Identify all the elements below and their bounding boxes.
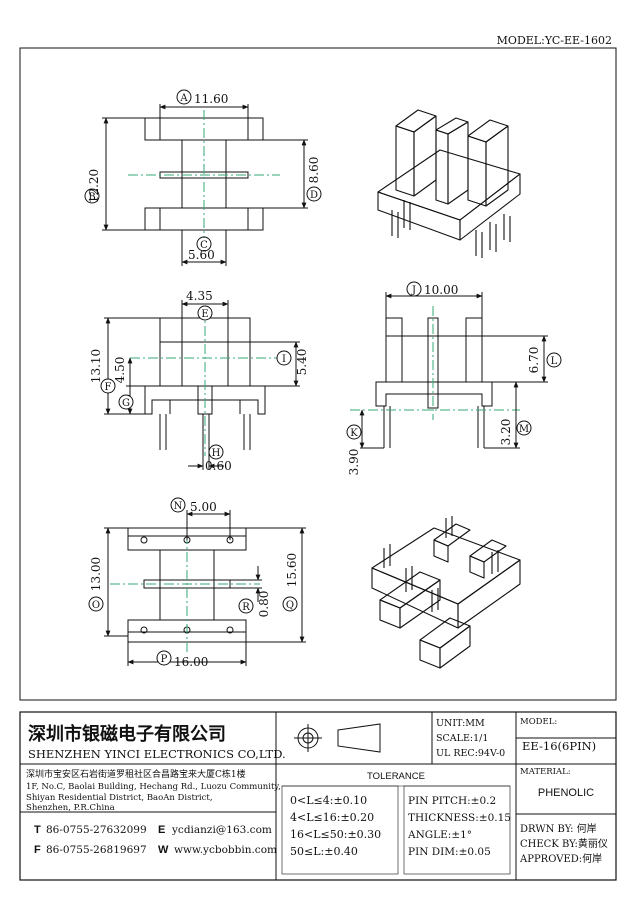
- bubble-n: N: [174, 501, 183, 512]
- dim-l: 6.70: [527, 347, 541, 374]
- dim-n: 5.00: [190, 500, 217, 514]
- front-view: [104, 300, 300, 470]
- isometric-view-top: [377, 109, 521, 258]
- bubble-m: M: [519, 424, 529, 435]
- dim-e: 4.35: [186, 289, 213, 303]
- dim-a: 11.60: [194, 92, 228, 106]
- tolerance-4: 50≤L:±0.40: [290, 845, 358, 858]
- address-en-2: Shiyan Residential District, BaoAn Distr…: [26, 793, 213, 803]
- bubble-a: A: [179, 93, 188, 104]
- bubble-q: Q: [286, 600, 294, 611]
- projection-symbol: [294, 723, 381, 753]
- dim-p: 16.00: [174, 655, 208, 669]
- dim-k: 3.90: [347, 449, 361, 476]
- pin-dim: PIN DIM:±0.05: [408, 846, 491, 858]
- fax-label: F: [34, 844, 41, 856]
- dim-j: 10.00: [424, 283, 458, 297]
- material-value: PHENOLIC: [538, 787, 594, 799]
- tel-label: T: [34, 824, 41, 836]
- bubble-j: J: [411, 285, 416, 296]
- bubble-b: B: [88, 192, 95, 203]
- address-en-3: Shenzhen, P.R.China: [26, 803, 115, 813]
- bottom-view: [104, 510, 306, 666]
- web-value: www.ycbobbin.com: [174, 844, 277, 856]
- bubble-e: E: [201, 309, 208, 320]
- tolerance-title: TOLERANCE: [367, 771, 425, 782]
- header-model: MODEL:YC-EE-1602: [497, 34, 612, 47]
- dim-h: 0.60: [205, 459, 232, 473]
- check-by: CHECK BY:黄丽仪: [520, 837, 608, 850]
- pin-pitch: PIN PITCH:±0.2: [408, 795, 496, 807]
- dim-o: 13.00: [89, 557, 103, 591]
- bubble-r: R: [242, 602, 250, 613]
- bubble-d: D: [310, 190, 318, 201]
- web-label: W: [158, 844, 169, 856]
- bubble-o: O: [92, 600, 100, 611]
- dim-d: 8.60: [307, 157, 321, 184]
- dim-m: 3.20: [499, 419, 513, 446]
- side-view: [350, 292, 548, 449]
- title-block-grid: [20, 712, 616, 880]
- dim-i: 5.40: [295, 349, 309, 376]
- tolerance-2: 4<L≤16:±0.20: [290, 811, 374, 824]
- bubble-h: H: [212, 448, 221, 459]
- address-en-1: 1F, No.C, Baolai Building, Hechang Rd., …: [26, 782, 281, 792]
- scale: SCALE:1/1: [436, 733, 488, 744]
- thickness: THICKNESS:±0.15: [408, 812, 511, 824]
- model-label: MODEL:: [520, 717, 557, 727]
- unit: UNIT:MM: [436, 718, 485, 729]
- bubble-c: C: [200, 240, 208, 251]
- sheet-frame: [19, 47, 617, 881]
- model-value: EE-16(6PIN): [522, 739, 596, 753]
- drawn-by: DRWN BY: 何岸: [520, 822, 597, 835]
- top-view: [102, 104, 308, 266]
- bubble-p: P: [161, 654, 168, 665]
- dim-c: 5.60: [188, 248, 215, 262]
- title-block-text: 深圳市银磁电子有限公司 SHENZHEN YINCI ELECTRONICS C…: [26, 717, 608, 865]
- material-label: MATERIAL:: [520, 767, 571, 777]
- bubble-i: I: [282, 354, 286, 365]
- ul-rec: UL REC:94V-0: [436, 748, 505, 759]
- dim-r: 0.80: [257, 591, 271, 618]
- address-cn: 深圳市宝安区石岩街道罗租社区合昌路宝来大厦C栋1楼: [26, 768, 246, 780]
- tolerance-3: 16<L≤50:±0.30: [290, 828, 381, 841]
- header-model-box: MODEL:YC-EE-1602: [497, 34, 616, 49]
- email-value: ycdianzi@163.com: [171, 824, 272, 836]
- approved-by: APPROVED:何岸: [519, 852, 602, 865]
- angle: ANGLE:±1°: [407, 829, 472, 841]
- bottom-view-labels: N 5.00 O 13.00 Q 15.60 R 0.80 P 16.00: [88, 497, 299, 669]
- side-view-labels: J 10.00 L 6.70 M 3.20 K 3.90: [346, 281, 562, 476]
- tel-value: 86-0755-27632099: [46, 824, 147, 836]
- dim-g: 4.50: [113, 357, 127, 384]
- bubble-l: L: [551, 356, 558, 367]
- dim-f: 13.10: [89, 349, 103, 383]
- email-label: E: [158, 824, 165, 836]
- company-name-en: SHENZHEN YINCI ELECTRONICS CO,LTD.: [28, 747, 286, 761]
- company-name-cn: 深圳市银磁电子有限公司: [28, 723, 226, 745]
- front-view-labels: 4.35 E 13.10 F 4.50 G 5.40 I H 0.60: [89, 289, 309, 473]
- tolerance-1: 0<L≤4:±0.10: [290, 794, 367, 807]
- bubble-g: G: [122, 398, 130, 409]
- top-view-labels: A 11.60 B 12.20 D 8.60 C 5.60: [84, 89, 322, 262]
- dim-b: 12.20: [87, 169, 101, 203]
- fax-value: 86-0755-26819697: [46, 844, 147, 856]
- dim-q: 15.60: [285, 553, 299, 587]
- bubble-k: K: [350, 428, 358, 439]
- isometric-view-bottom: [371, 516, 521, 669]
- bubble-f: F: [105, 382, 112, 393]
